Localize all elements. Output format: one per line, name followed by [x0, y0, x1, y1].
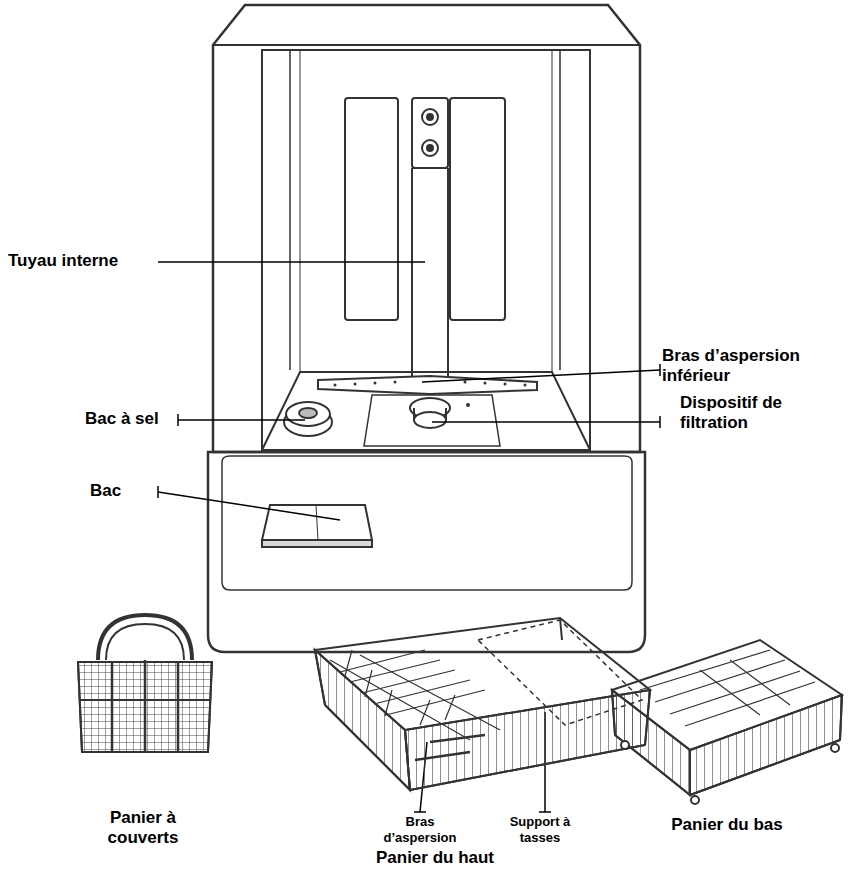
- door: [208, 452, 645, 652]
- part-label: Tuyau interne: [8, 251, 168, 271]
- part-label: Dispositif de filtration: [680, 393, 830, 434]
- part-label: Bac à sel: [85, 409, 185, 429]
- cutlery-basket: [78, 615, 212, 752]
- part-label: Bras d’aspersion inférieur: [662, 346, 842, 387]
- upper-basket: [315, 618, 650, 790]
- part-label: Support à tasses: [490, 814, 590, 845]
- part-label: Bras d’aspersion: [375, 814, 465, 845]
- salt-container: [284, 402, 332, 436]
- filter: [364, 395, 500, 446]
- cabinet: [213, 5, 640, 452]
- spray-arm: [318, 376, 537, 394]
- basket-label: Panier du bas: [627, 815, 827, 835]
- leader-lines: [158, 262, 660, 812]
- basket-label: Panier à couverts: [78, 808, 208, 849]
- basket-label: Panier du haut: [335, 848, 535, 868]
- part-label: Bac: [90, 481, 150, 501]
- lower-basket: [612, 640, 842, 804]
- internal-pipe: [412, 98, 448, 380]
